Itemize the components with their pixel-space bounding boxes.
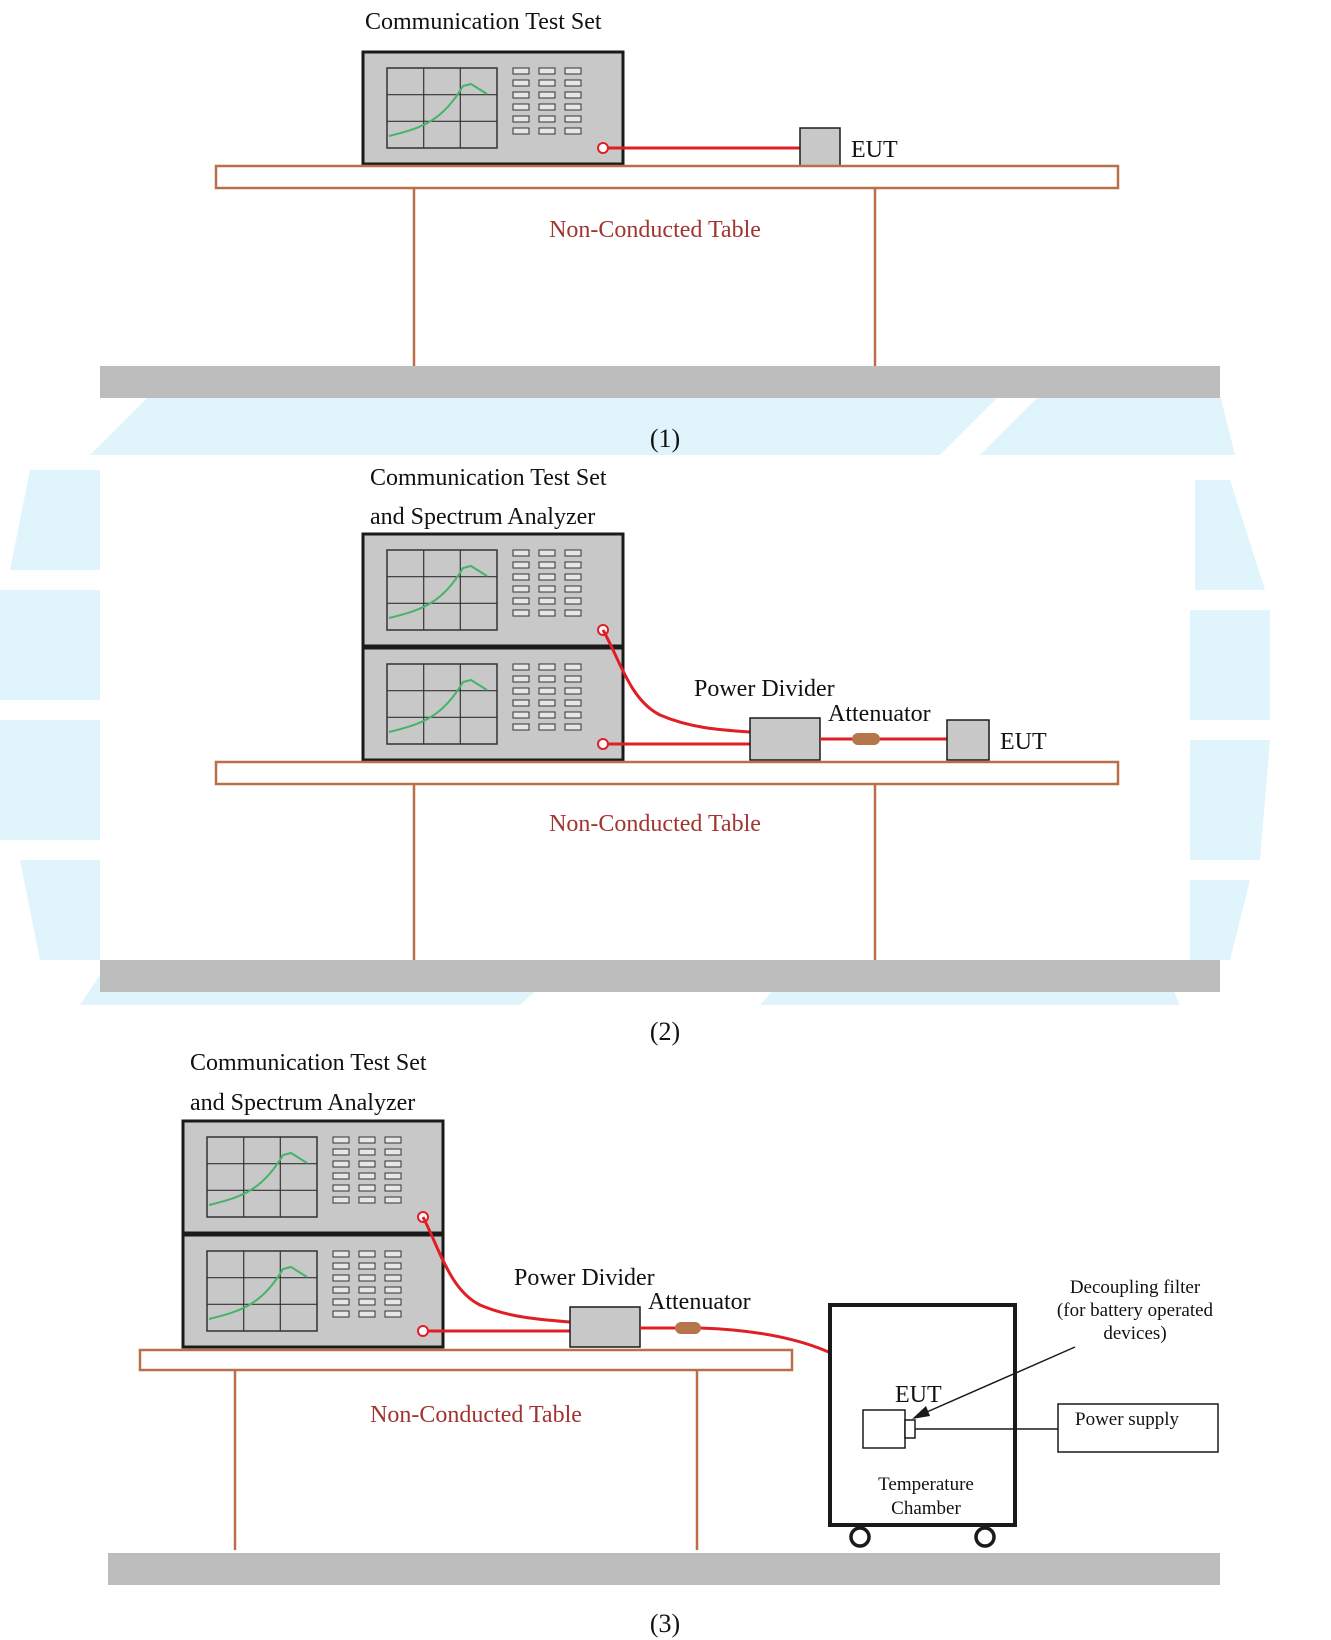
- power-supply-label: Power supply: [1075, 1409, 1179, 1430]
- attenuator: [675, 1322, 701, 1334]
- chamber-wheel: [849, 1526, 871, 1548]
- attenuator-label: Attenuator: [648, 1289, 751, 1315]
- test-set-label: Communication Test Set: [365, 9, 602, 35]
- arrow-head: [912, 1406, 930, 1419]
- rf-cable: [601, 629, 751, 734]
- rf-cable: [421, 1216, 571, 1324]
- table-label: Non-Conducted Table: [549, 217, 761, 243]
- table-top: [214, 164, 1120, 190]
- test-set-label-line1: Communication Test Set: [190, 1050, 427, 1076]
- diagram-2: Communication Test Set and Spectrum Anal…: [100, 465, 1220, 1046]
- eut-label: EUT: [851, 137, 898, 163]
- spectrum-analyzer: [181, 1119, 445, 1235]
- filter-pointer: [919, 1346, 1076, 1416]
- diagram-1: Communication Test Set EUT Non-Conducted…: [100, 9, 1220, 453]
- watermark: [0, 395, 1270, 1005]
- communication-test-set: [361, 646, 625, 762]
- figure-caption: (3): [650, 1609, 680, 1638]
- communication-test-set: [181, 1233, 445, 1349]
- attenuator: [852, 733, 880, 745]
- eut-label: EUT: [1000, 729, 1047, 755]
- chamber-label-line1: Temperature: [878, 1474, 974, 1495]
- eut-device: [946, 719, 990, 761]
- test-set-label-line2: and Spectrum Analyzer: [370, 504, 595, 530]
- table-top: [214, 760, 1120, 786]
- power-divider: [569, 1306, 641, 1348]
- power-divider-label: Power Divider: [694, 676, 835, 702]
- table-label: Non-Conducted Table: [370, 1402, 582, 1428]
- chamber-label-line2: Chamber: [891, 1498, 961, 1519]
- power-supply: [1057, 1403, 1219, 1453]
- table-label: Non-Conducted Table: [549, 811, 761, 837]
- diagram-3: Communication Test Set and Spectrum Anal…: [108, 1050, 1220, 1638]
- figure-caption: (2): [650, 1017, 680, 1046]
- eut-device: [862, 1409, 906, 1449]
- spectrum-analyzer: [361, 532, 625, 648]
- power-divider-label: Power Divider: [514, 1265, 655, 1291]
- communication-test-set: [361, 50, 625, 166]
- filter-label-line1: Decoupling filter: [1070, 1277, 1201, 1298]
- chamber-wheel: [974, 1526, 996, 1548]
- figure-caption: (1): [650, 424, 680, 453]
- test-set-label-line2: and Spectrum Analyzer: [190, 1090, 415, 1116]
- filter-label-line2: (for battery operated: [1057, 1300, 1214, 1321]
- decoupling-filter: [904, 1419, 916, 1439]
- attenuator-label: Attenuator: [828, 701, 931, 727]
- test-set-label-line1: Communication Test Set: [370, 465, 607, 491]
- table-top: [138, 1348, 794, 1372]
- eut-label: EUT: [895, 1382, 942, 1408]
- floor: [100, 366, 1220, 398]
- floor: [108, 1553, 1220, 1585]
- eut-device: [799, 127, 841, 167]
- power-divider: [749, 717, 821, 761]
- floor: [100, 960, 1220, 992]
- filter-label-line3: devices): [1103, 1323, 1166, 1344]
